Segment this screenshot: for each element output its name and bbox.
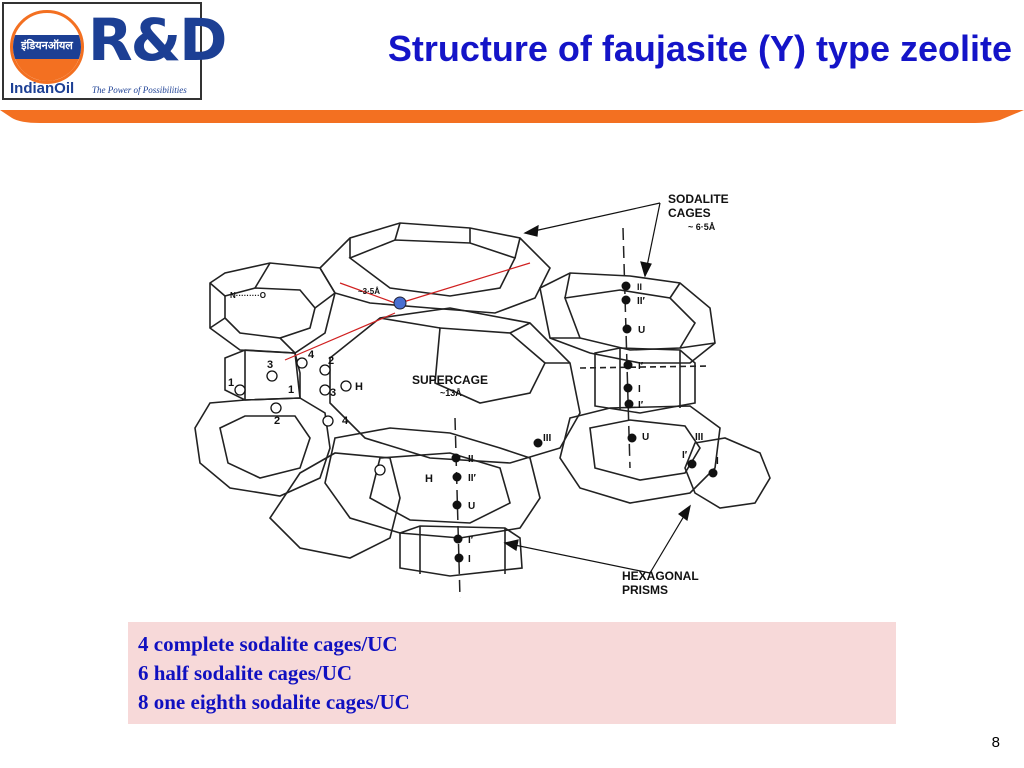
unit-cell-info-box: 4 complete sodalite cages/UC 6 half soda…: [128, 622, 896, 724]
logo-company-name: IndianOil: [10, 80, 75, 97]
hex-prism-label-2: PRISMS: [622, 583, 668, 597]
cation-site-label: I′: [682, 450, 688, 461]
cation-site-label: I′: [638, 400, 644, 411]
sodalite-size: ~ 6·5Å: [688, 222, 716, 232]
logo-tagline: The Power of Possibilities: [92, 85, 187, 95]
page-number: 8: [991, 734, 1000, 751]
info-line: 4 complete sodalite cages/UC: [138, 632, 398, 656]
cation-site-label: II′: [468, 473, 477, 484]
cation-site-label: U: [642, 432, 649, 443]
cation-site-label: I: [638, 384, 641, 395]
cation-site-label: II: [637, 282, 642, 292]
cation-site-label: U: [638, 325, 645, 336]
site-label: 2: [274, 415, 280, 427]
slide-title: Structure of faujasite (Y) type zeolite: [387, 28, 1012, 69]
cation-site-label: III: [543, 433, 552, 444]
cation-site-label: II′: [637, 296, 646, 307]
logo-rd-text: R&D: [88, 6, 227, 74]
cation-site-label: I′: [468, 535, 474, 546]
h-label-left: H: [355, 381, 363, 393]
site-label: 4: [308, 349, 315, 361]
cation-site-label: I: [716, 456, 719, 467]
sodalite-label-2: CAGES: [668, 206, 711, 220]
indianoil-emblem-icon: इंडियनऑयल: [10, 10, 84, 84]
cation-site-label: III: [695, 432, 704, 443]
info-line: 6 half sodalite cages/UC: [138, 661, 353, 685]
cation-site-label: I: [468, 554, 471, 565]
supercage-label: SUPERCAGE: [412, 373, 488, 387]
site-label: 2: [328, 355, 334, 367]
site-label: 4: [342, 415, 349, 427]
site-label: 3: [330, 387, 336, 399]
cation-site-label: I′: [638, 361, 644, 372]
h-label-bottom: H: [425, 473, 433, 485]
sodalite-label-1: SODALITE: [668, 192, 729, 206]
site-label: 3: [267, 359, 273, 371]
faujasite-structure-diagram: SODALITE CAGES ~ 6·5Å SUPERCAGE ~13Å HEX…: [194, 192, 771, 599]
orange-divider: [0, 110, 1024, 123]
site-label: 1: [288, 384, 294, 396]
hex-prism-label-1: HEXAGONAL: [622, 569, 699, 583]
indianoil-rd-logo: इंडियनऑयल R&D IndianOil The Power of Pos…: [2, 2, 227, 100]
top-dim-label: ~3·5Å: [358, 287, 380, 296]
site-label: 1: [228, 377, 234, 389]
cation-site-label: II: [468, 454, 474, 465]
info-line: 8 one eighth sodalite cages/UC: [138, 690, 410, 714]
emblem-text: इंडियनऑयल: [21, 40, 73, 52]
supercage-size: ~13Å: [440, 388, 462, 398]
cation-site-label: U: [468, 501, 475, 512]
n-o-label: N·········O: [230, 291, 266, 300]
